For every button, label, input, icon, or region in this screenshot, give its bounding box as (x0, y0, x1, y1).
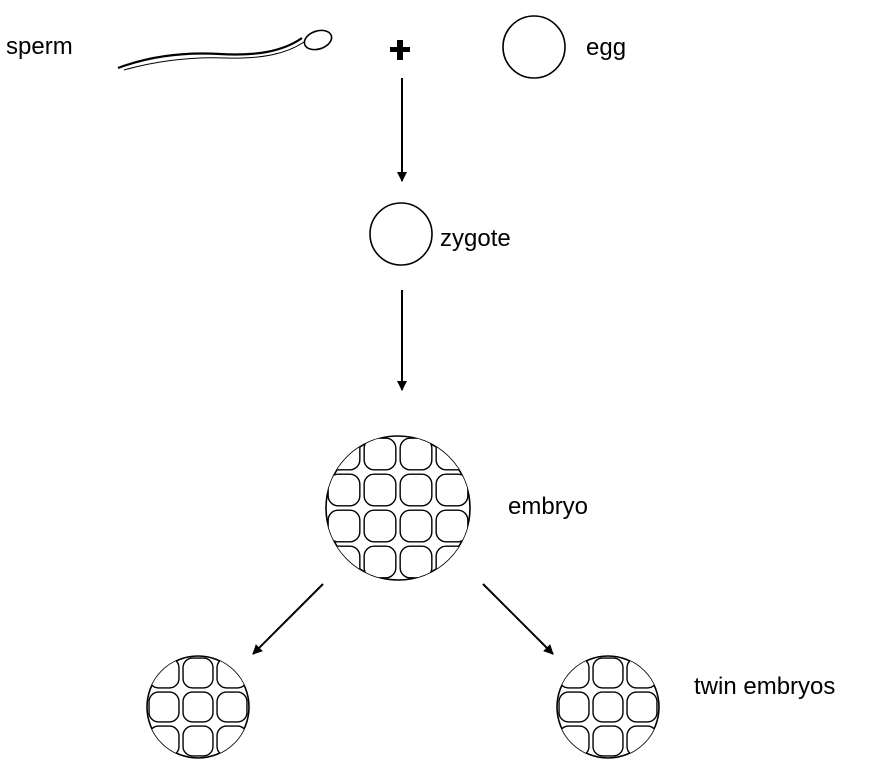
cell (216, 657, 248, 689)
cell (592, 657, 624, 689)
cell (399, 473, 433, 507)
cell (327, 473, 361, 507)
cell (435, 437, 469, 471)
cell (148, 657, 180, 689)
cell (558, 657, 590, 689)
egg-label: egg (586, 34, 627, 61)
cell (626, 657, 658, 689)
cell (399, 437, 433, 471)
cell (148, 725, 180, 757)
cell (592, 725, 624, 757)
cell (363, 545, 397, 579)
cell (592, 691, 624, 723)
twin-embryo-right (556, 655, 660, 759)
cell (216, 691, 248, 723)
cell (327, 437, 361, 471)
cell (558, 725, 590, 757)
sperm-tail-inner (123, 41, 305, 71)
cell (327, 509, 361, 543)
cell (399, 509, 433, 543)
cell (148, 691, 180, 723)
cell (182, 657, 214, 689)
plus-icon (390, 40, 410, 60)
twin-embryo-left (146, 655, 250, 759)
cell (435, 473, 469, 507)
cell (182, 691, 214, 723)
cell (327, 545, 361, 579)
cell (626, 691, 658, 723)
zygote-cell (369, 202, 433, 266)
sperm-label: sperm (6, 33, 73, 60)
arrow-to-twin-right (482, 583, 554, 655)
egg-cell (502, 15, 566, 79)
sperm-cell (117, 29, 333, 71)
zygote-label: zygote (440, 225, 511, 252)
cell (399, 545, 433, 579)
sperm-tail (117, 37, 303, 70)
cell (626, 725, 658, 757)
embryo-cell-cluster (325, 435, 471, 581)
embryo-label: embryo (508, 493, 589, 520)
cell (435, 545, 469, 579)
cell (363, 509, 397, 543)
twin-embryos-label: twin embryos (694, 673, 836, 700)
arrow-to-twin-left (252, 583, 324, 655)
sperm-head (303, 29, 333, 51)
cell (558, 691, 590, 723)
cell (363, 473, 397, 507)
cell (182, 725, 214, 757)
cell (363, 437, 397, 471)
cell (216, 725, 248, 757)
cell (435, 509, 469, 543)
